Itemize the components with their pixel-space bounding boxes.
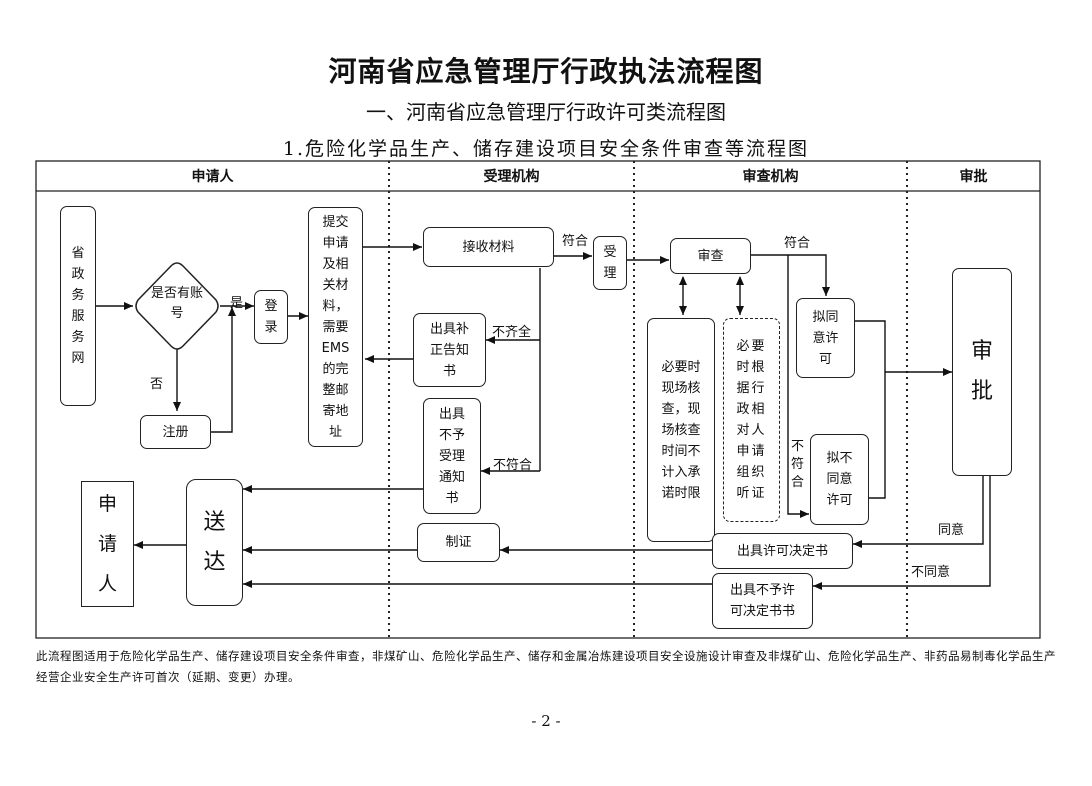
node-denial-decision: 出具不予许可决定书书: [712, 573, 813, 629]
label-disagree: 不同意: [911, 565, 951, 580]
node-certify: 制证: [417, 523, 500, 562]
node-reject-notice: 出具不予受理通知书: [423, 398, 481, 514]
decision-diamond: [135, 262, 219, 350]
edge-register-login: [211, 307, 236, 433]
node-supplement: 出具补正告知书: [413, 313, 486, 387]
node-has-account: 是否有账号: [150, 286, 203, 321]
lane-applicant: 申请人: [191, 169, 234, 185]
lane-review: 审查机构: [742, 169, 799, 185]
edge-approve-disagree: [813, 476, 991, 590]
node-propose-reject: 拟不同意许可: [810, 434, 869, 525]
edge-review-reject: [787, 255, 809, 518]
edge-approve-agree: [853, 476, 984, 548]
page-number: - 2 -: [531, 712, 561, 730]
node-portal: 省政务服务网: [60, 206, 96, 406]
label-comply-2: 符合: [784, 236, 811, 251]
node-onsite-check: 必要时现场核查，现场核查时间不计入承诺时限: [647, 318, 715, 542]
node-submit: 提交申请及相关材料，需要EMS的完整邮寄地址: [308, 207, 363, 447]
section-title: 1.危险化学品生产、储存建设项目安全条件审查等流程图: [282, 138, 810, 160]
node-hearing: 必要时根据行政相对人申请组织听证: [723, 318, 780, 522]
label-comply-1: 符合: [562, 234, 589, 249]
lane-approval: 审批: [959, 169, 988, 185]
label-no: 否: [150, 377, 164, 392]
label-yes: 是: [230, 296, 244, 311]
page-title: 河南省应急管理厅行政执法流程图: [328, 55, 764, 88]
node-register: 注册: [140, 415, 211, 449]
node-propose-approve: 拟同意许可: [796, 298, 855, 378]
label-not-comply-2: 不符合: [791, 439, 805, 490]
node-applicant: 申请人: [81, 481, 134, 607]
node-deliver: 送达: [186, 479, 243, 606]
footer-note: 此流程图适用于危险化学品生产、储存建设项目安全条件审查，非煤矿山、危险化学品生产…: [36, 649, 1056, 684]
node-permit-decision: 出具许可决定书: [712, 533, 853, 569]
page-subtitle: 一、河南省应急管理厅行政许可类流程图: [366, 100, 726, 124]
edge-review-approve: [751, 254, 830, 296]
edge-proposals-approve: [855, 320, 886, 499]
label-incomplete: 不齐全: [492, 325, 532, 340]
label-not-comply-1: 不符合: [493, 458, 533, 473]
label-agree: 同意: [938, 523, 965, 538]
flowchart-frame: [35, 160, 1041, 639]
node-review: 审查: [670, 238, 751, 274]
lane-acceptance: 受理机构: [483, 169, 540, 185]
node-accept: 受理: [593, 236, 627, 290]
node-receive: 接收材料: [423, 227, 554, 267]
node-login: 登录: [254, 290, 288, 344]
node-approve: 审批: [952, 268, 1012, 476]
